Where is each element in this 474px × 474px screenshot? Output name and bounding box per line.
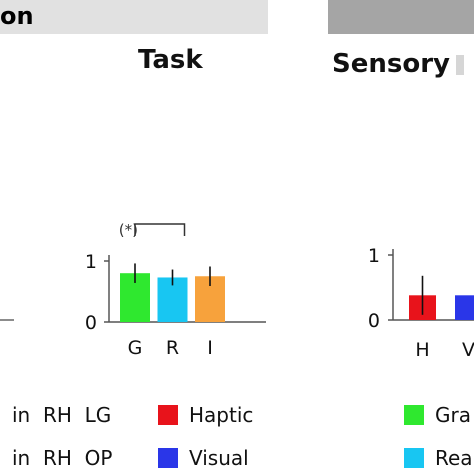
- sensory-category-label-h: H: [415, 339, 429, 361]
- task-significance-label: (*): [119, 221, 138, 239]
- header-left-label: on: [0, 2, 34, 30]
- legend-swatch-gra: [404, 405, 424, 425]
- legend-label-haptic: Haptic: [189, 403, 254, 427]
- task-y-tick-label: 0: [85, 312, 97, 334]
- task-category-label-r: R: [166, 337, 179, 359]
- legend-swatch-haptic: [158, 405, 178, 425]
- sensory-y-tick-label: 1: [368, 245, 380, 267]
- sensory-bar-v: [455, 295, 474, 320]
- task-y-tick-label: 1: [85, 251, 97, 273]
- legend-left-row-1: in RH LG: [12, 403, 112, 427]
- task-panel-title: Task: [138, 45, 203, 75]
- sensory-title-cutoff-box: [456, 55, 464, 75]
- legend-left-row-2: in RH OP: [12, 446, 113, 470]
- legend-label-gra: Gra: [435, 403, 471, 427]
- sensory-panel-title: Sensory: [332, 49, 450, 79]
- task-significance-bracket: [134, 223, 186, 236]
- task-category-label-g: G: [128, 337, 143, 359]
- legend-label-visual: Visual: [189, 446, 249, 470]
- header-bar-left: on: [0, 0, 268, 34]
- legend-swatch-rea: [404, 448, 424, 468]
- legend-swatch-visual: [158, 448, 178, 468]
- task-category-label-i: I: [207, 337, 213, 359]
- sensory-category-label-v: V: [462, 339, 474, 361]
- sensory-y-tick-label: 0: [368, 310, 380, 332]
- header-bar-right: [328, 0, 474, 34]
- legend-label-rea: Rea: [435, 446, 473, 470]
